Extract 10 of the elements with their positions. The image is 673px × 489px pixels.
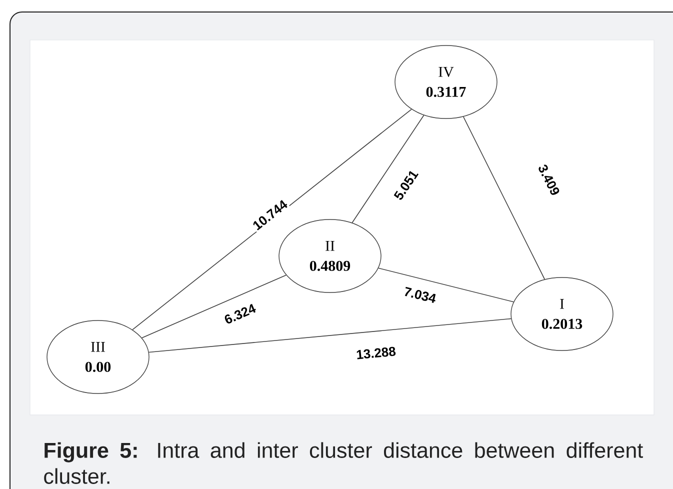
figure-caption: Figure 5: Intra and inter cluster distance between different cluster.: [44, 442, 643, 484]
edge-label: 13.288: [354, 345, 398, 360]
edge-label: 6.324: [222, 302, 258, 326]
connector-line: [462, 116, 546, 280]
connector-line: [142, 274, 286, 338]
connector-line: [378, 268, 514, 302]
connector-line: [148, 318, 512, 353]
edge-label: 7.034: [402, 285, 438, 305]
edge-label: 3.409: [536, 162, 562, 198]
connector-line: [352, 114, 424, 224]
